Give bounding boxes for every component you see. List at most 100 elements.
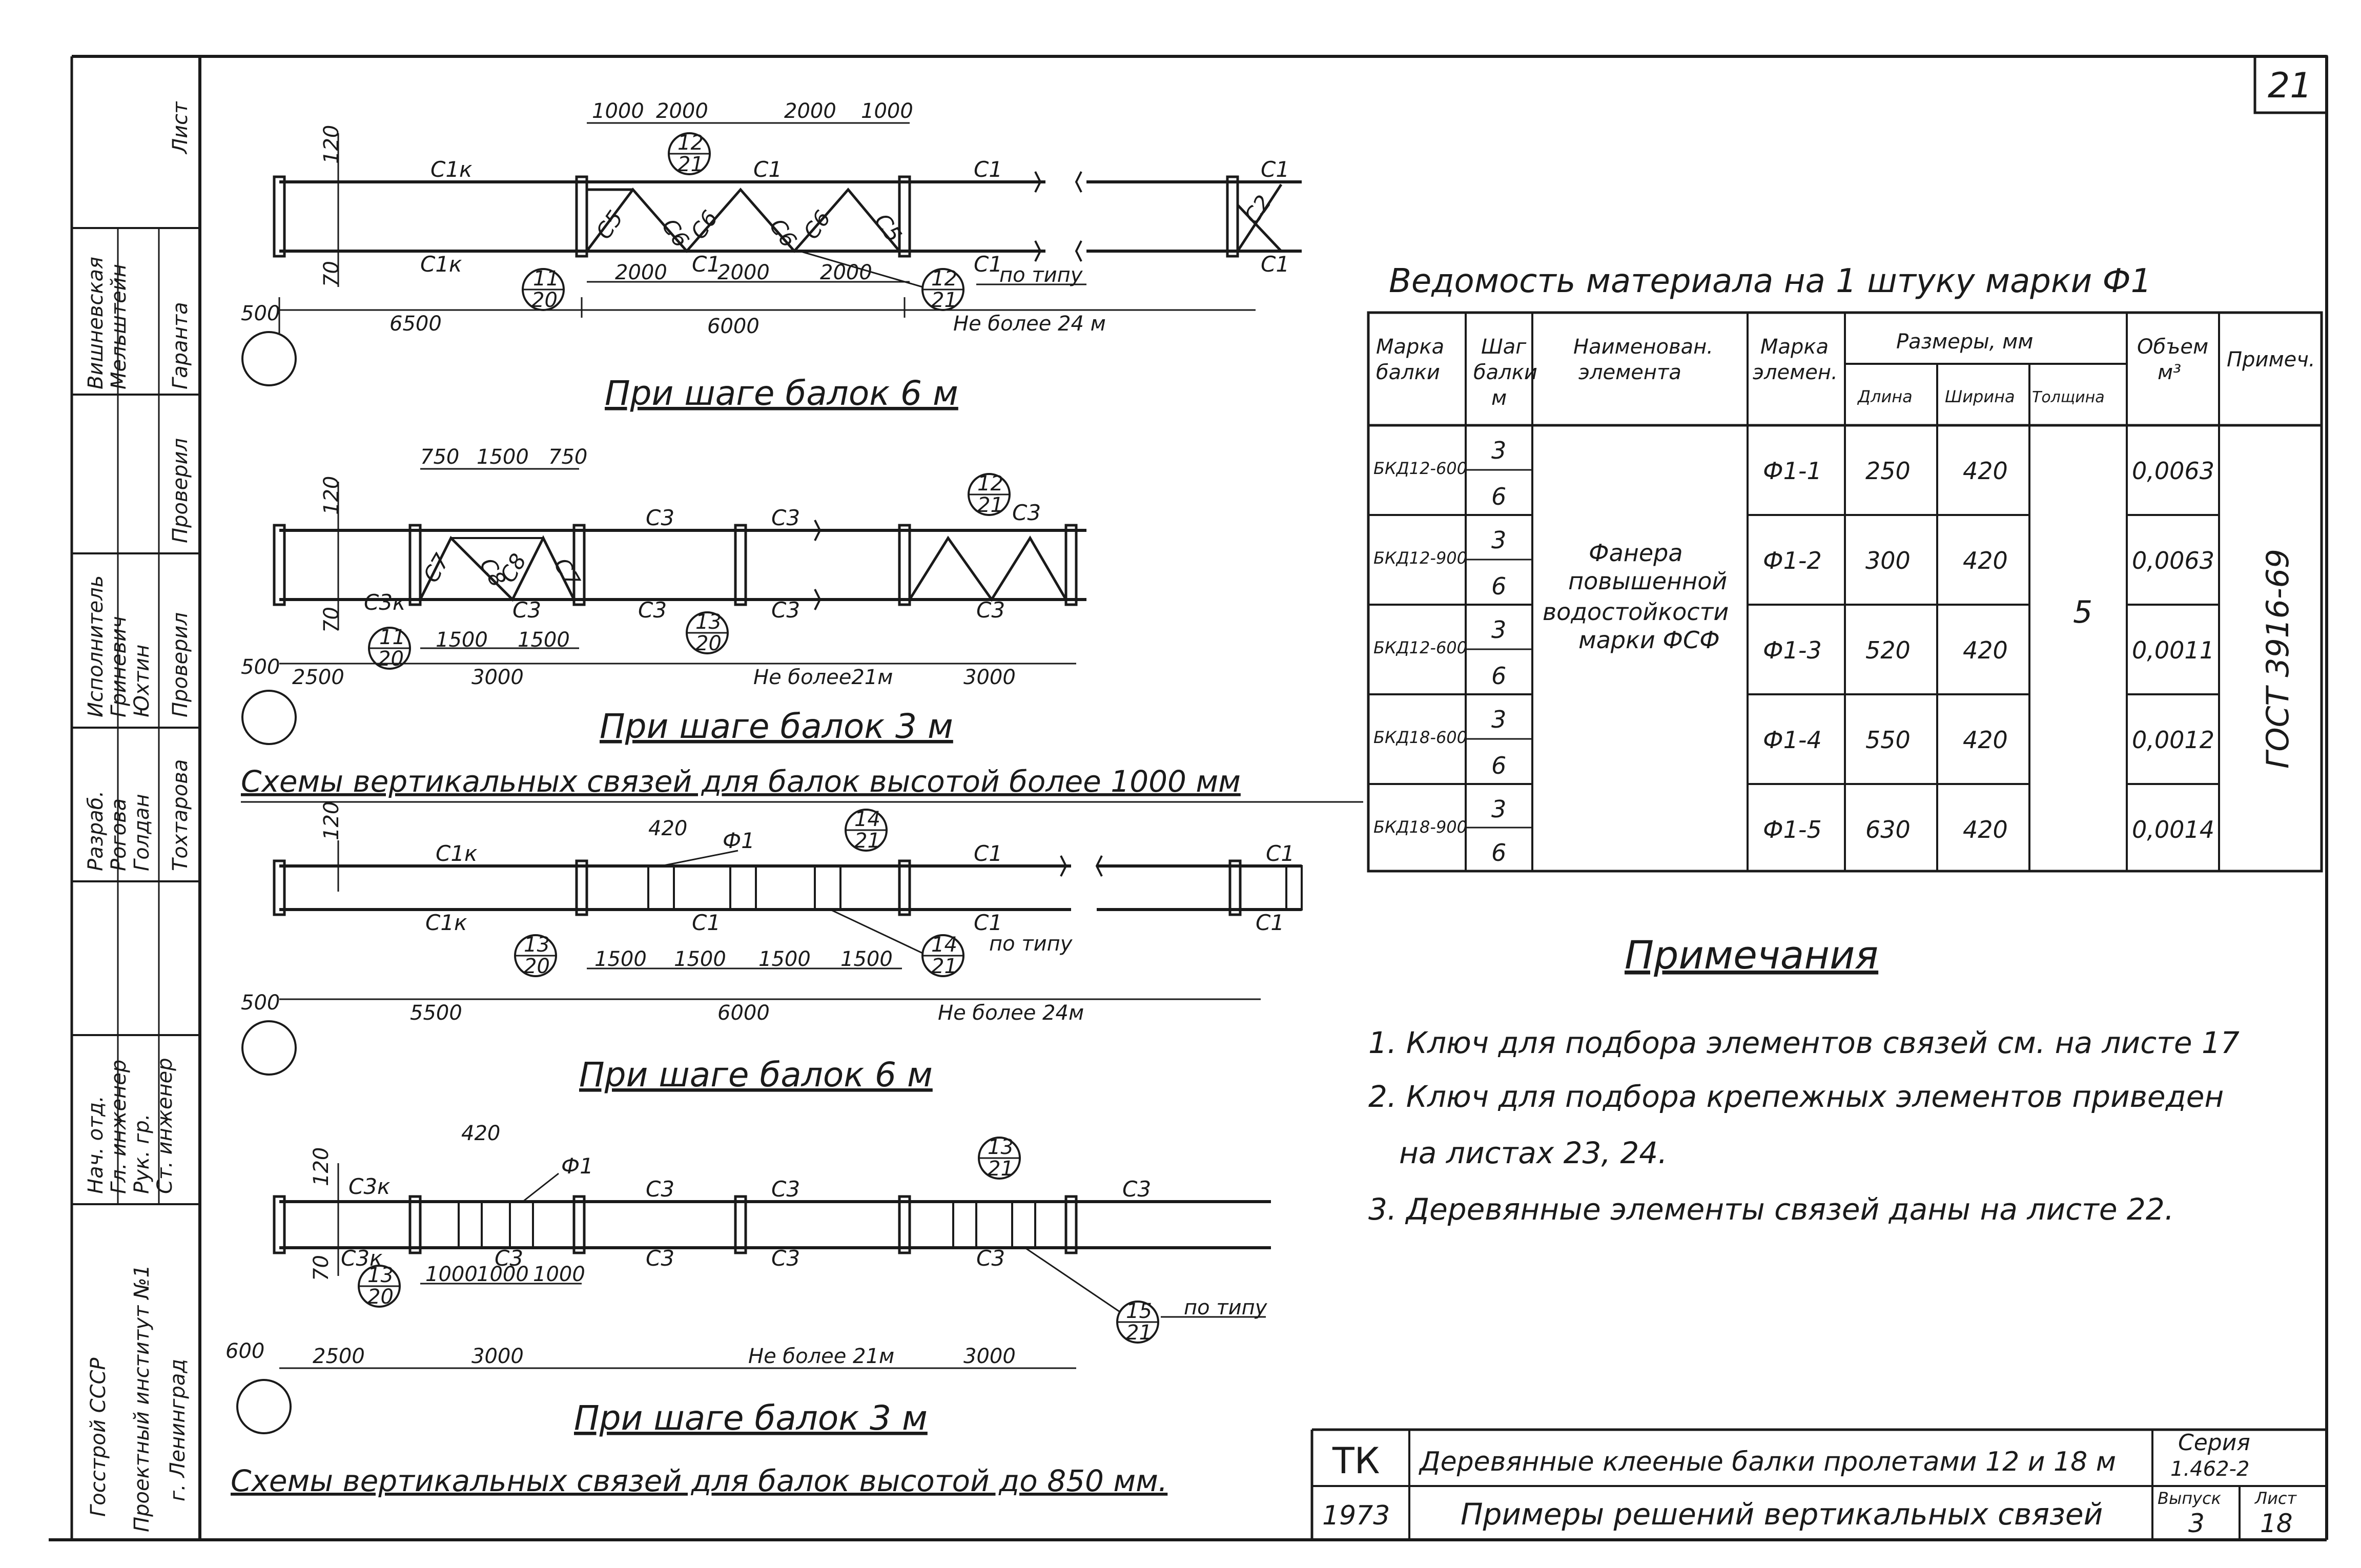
d-callout2-num: 13 xyxy=(367,1264,394,1287)
c-left: 500 xyxy=(241,991,280,1015)
b-c3-bot1: С3 xyxy=(512,597,541,623)
b-callout1-num: 12 xyxy=(977,472,1003,496)
c-bot-dim-2: 1500 xyxy=(674,947,726,971)
row1-mark: БКД12-600 xyxy=(1373,459,1467,478)
row2-step-a: 3 xyxy=(1491,526,1506,554)
d-c3-bot3: С3 xyxy=(771,1246,800,1271)
row5-elem: Ф1-5 xyxy=(1763,816,1822,843)
row1-step-a: 3 xyxy=(1491,437,1506,464)
d-overall-3: Не более 21м xyxy=(748,1345,894,1368)
b-callout1-den: 21 xyxy=(977,493,1003,517)
th-step-2: балки xyxy=(1473,361,1537,384)
side-stamp-text: Лист xyxy=(169,101,192,155)
b-h-top: 120 xyxy=(320,476,343,515)
stamp-series-label: Серия xyxy=(2178,1430,2250,1456)
row2-vol: 0,0063 xyxy=(2132,547,2214,574)
a-bot-dim-1: 2000 xyxy=(615,261,667,284)
stamp-series: 1.462-2 xyxy=(2170,1457,2249,1481)
d-c3-top2: С3 xyxy=(771,1177,800,1202)
d-c3-bot2: С3 xyxy=(646,1246,674,1271)
d-po-tipu: по типу xyxy=(1184,1296,1268,1319)
stamp-title-2: Примеры решений вертикальных связей xyxy=(1461,1497,2103,1532)
row2-mark: БКД12-900 xyxy=(1373,548,1467,568)
c-c1k-bot: С1к xyxy=(425,910,467,935)
side-org-2: Проектный институт №1 xyxy=(130,1265,154,1532)
th-wid: Ширина xyxy=(1945,387,2015,406)
diagram-d xyxy=(236,1137,1271,1434)
c-callout2-num: 13 xyxy=(524,933,550,957)
c-po-tipu: по типу xyxy=(989,932,1073,956)
d-c3k-top: С3к xyxy=(348,1174,391,1199)
th-step-3: м xyxy=(1491,386,1507,410)
d-c3k-bot: С3к xyxy=(341,1246,383,1271)
a-top-dim-2: 2000 xyxy=(656,99,708,123)
stamp-code: ТК xyxy=(1332,1440,1380,1482)
notes-title: Примечания xyxy=(1625,932,1878,978)
d-overall-4: 3000 xyxy=(963,1345,1016,1368)
a-c6a: С6 xyxy=(657,214,694,252)
th-step-1: Шаг xyxy=(1481,335,1527,359)
d-overall-1: 2500 xyxy=(313,1345,365,1368)
diagram-b xyxy=(241,468,1086,745)
b-callout3-den: 20 xyxy=(695,632,722,655)
b-callout3-num: 13 xyxy=(695,610,722,634)
a-h-bot: 70 xyxy=(320,261,343,287)
b-top-dim-3: 750 xyxy=(548,445,587,469)
d-callout1-num: 13 xyxy=(988,1136,1014,1159)
row4-mark: БКД18-600 xyxy=(1373,728,1467,747)
th-name-1: Наименован. xyxy=(1573,335,1713,359)
b-left: 500 xyxy=(241,655,280,679)
side-name-1: Вишневская xyxy=(84,257,108,389)
th-mark-1: Марка xyxy=(1376,335,1444,359)
row3-len: 520 xyxy=(1865,636,1911,664)
side-name-6: Юхтин xyxy=(130,645,154,717)
b-c3-bot2: С3 xyxy=(638,597,667,623)
side-role-5: Разраб. xyxy=(84,791,108,871)
d-bot-dim-3: 1000 xyxy=(533,1263,585,1286)
row5-wid: 420 xyxy=(1963,816,2008,843)
b-c3-bot4: С3 xyxy=(976,597,1005,623)
row5-mark: БКД18-900 xyxy=(1373,817,1467,837)
d-callout2-den: 20 xyxy=(367,1285,394,1309)
row4-wid: 420 xyxy=(1963,726,2008,754)
side-role-3: Рук. гр. xyxy=(130,1113,154,1194)
material-4: марки ФСФ xyxy=(1578,626,1720,654)
stamp-sheet: 18 xyxy=(2260,1509,2293,1538)
row4-step-b: 6 xyxy=(1491,752,1506,779)
c-bot-dim-4: 1500 xyxy=(840,947,893,971)
th-vol-2: м³ xyxy=(2158,361,2181,384)
row5-len: 630 xyxy=(1865,816,1911,843)
note-1: 1. Ключ для подбора элементов связей см.… xyxy=(1368,1025,2240,1060)
row3-step-a: 3 xyxy=(1491,616,1506,644)
d-f1: Ф1 xyxy=(561,1153,593,1179)
group2-title: Схемы вертикальных связей для балок высо… xyxy=(231,1463,1167,1498)
materials-title: Ведомость материала на 1 штуку марки Ф1 xyxy=(1389,262,2151,300)
c-c1-bot: С1 xyxy=(692,910,721,935)
row5-vol: 0,0014 xyxy=(2132,816,2214,843)
c-overall-3: Не более 24м xyxy=(938,1001,1084,1025)
diagram-a xyxy=(241,122,1302,386)
th-elem-2: элемен. xyxy=(1753,361,1838,384)
a-c1-bot2: С1 xyxy=(974,252,1002,277)
d-callout1-den: 21 xyxy=(988,1157,1014,1181)
b-callout2-den: 20 xyxy=(378,647,404,671)
thickness-value: 5 xyxy=(2073,594,2092,630)
c-callout1-num: 14 xyxy=(854,808,880,831)
row2-elem: Ф1-2 xyxy=(1763,547,1822,574)
c-c1-top: С1 xyxy=(974,841,1002,866)
a-c2: С2 xyxy=(1239,191,1276,229)
b-caption: При шаге балок 3 м xyxy=(600,707,953,746)
d-bot-dim-1: 1000 xyxy=(425,1263,478,1286)
c-bot-dim-1: 1500 xyxy=(594,947,647,971)
d-callout3-num: 15 xyxy=(1126,1299,1152,1323)
a-po-tipu: по типу xyxy=(999,263,1083,287)
stamp-issue: 3 xyxy=(2188,1509,2205,1538)
a-top-dim-3: 2000 xyxy=(784,99,836,123)
side-org-3: г. Ленинград xyxy=(166,1359,190,1501)
row1-len: 250 xyxy=(1865,457,1911,485)
material-2: повышенной xyxy=(1568,567,1727,595)
d-h-top: 120 xyxy=(310,1147,333,1186)
c-overall-2: 6000 xyxy=(717,1001,770,1025)
d-h-bot: 70 xyxy=(310,1255,333,1281)
